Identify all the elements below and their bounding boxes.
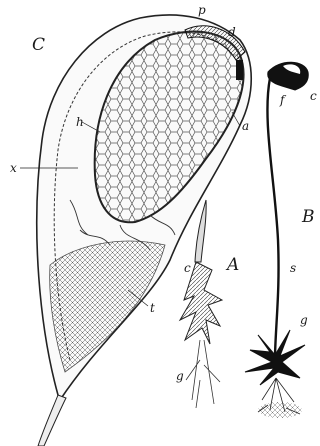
seta-base <box>38 395 66 446</box>
label-x: x <box>10 161 17 175</box>
label-A: A <box>225 255 239 275</box>
label-t: t <box>150 301 155 315</box>
label-f: f <box>279 93 287 107</box>
label-d: d <box>228 25 236 39</box>
label-a: a <box>242 119 249 133</box>
figure-b-moss-plant <box>245 62 308 418</box>
label-B: B <box>301 207 315 227</box>
calyptra-a <box>195 200 206 262</box>
label-s: s <box>290 261 296 275</box>
annulus <box>236 60 243 80</box>
label-C: C <box>32 35 45 55</box>
label-g-A: g <box>176 369 184 383</box>
columella-tissue <box>50 241 165 372</box>
rhizoids-a <box>186 340 220 408</box>
soil-b <box>258 402 302 418</box>
label-c-top: c <box>310 89 317 103</box>
label-g-B: g <box>300 313 308 327</box>
label-c-A: c <box>184 261 191 275</box>
figure-a-moss-plant <box>180 200 222 408</box>
label-p: p <box>198 3 206 17</box>
seta-b <box>267 78 278 355</box>
